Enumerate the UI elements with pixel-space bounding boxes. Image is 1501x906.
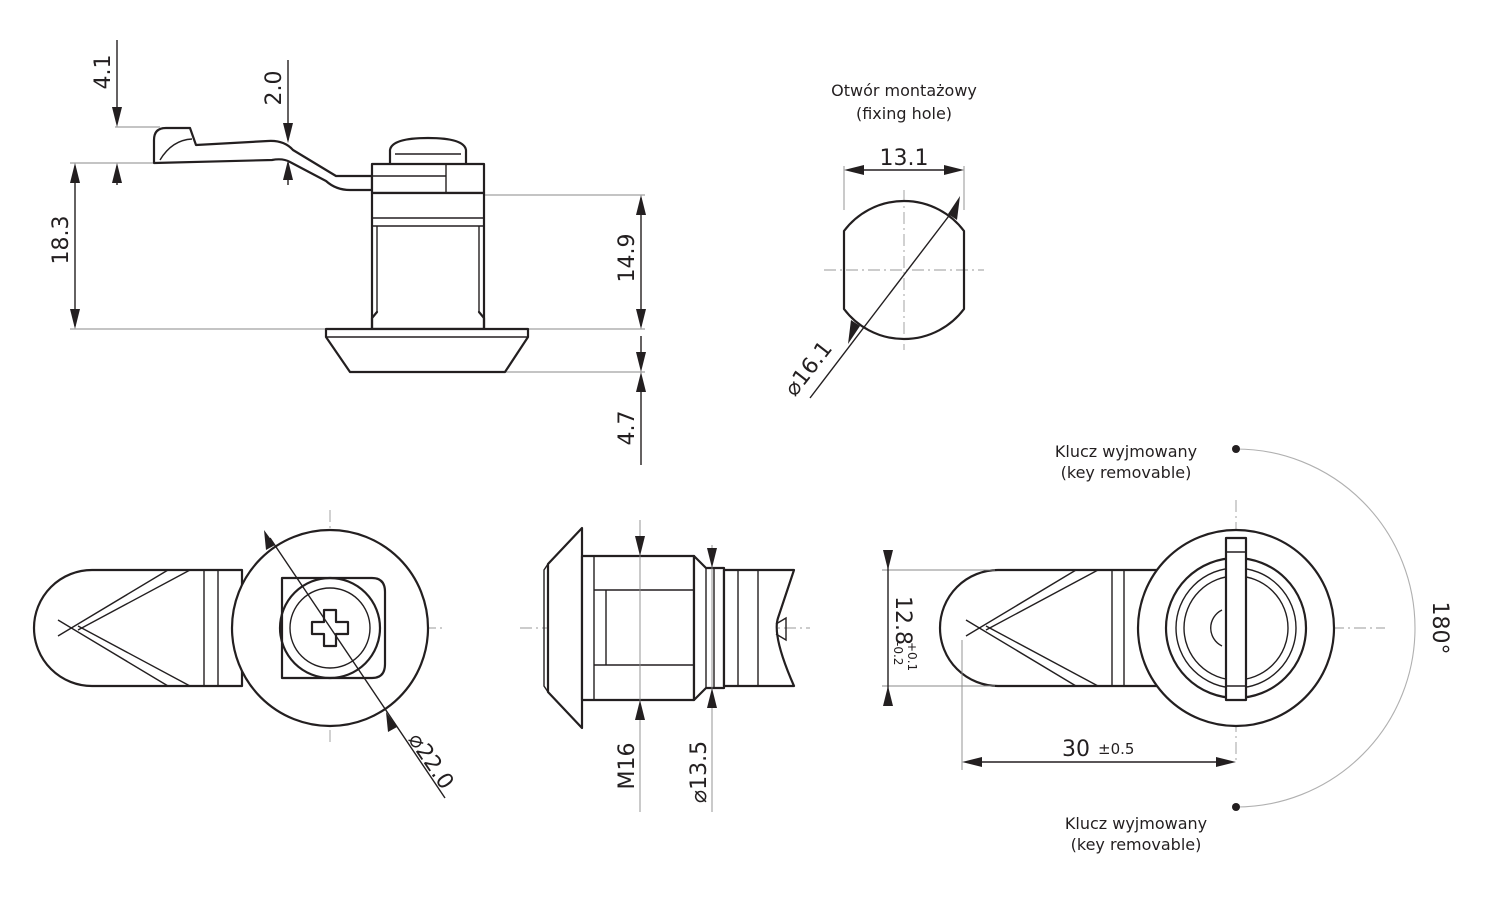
body-cam bbox=[722, 568, 796, 688]
rear-dim-width: 12.8 bbox=[890, 596, 915, 645]
key-position-bottom-marker bbox=[1232, 803, 1240, 811]
dim-overall-height: 18.3 bbox=[49, 216, 74, 265]
phillips-cross-icon bbox=[310, 608, 350, 648]
rear-dim-width-tol-minus: -0.2 bbox=[891, 642, 905, 665]
lock-body bbox=[370, 191, 486, 331]
rear-dim-angle: 180° bbox=[1427, 602, 1452, 655]
body-view: M16 ⌀13.5 bbox=[520, 520, 810, 812]
key-removable-top-pl: Klucz wyjmowany bbox=[1055, 442, 1197, 461]
front-cam bbox=[32, 568, 244, 688]
fixing-hole-label-en: (fixing hole) bbox=[856, 104, 952, 123]
screw-head bbox=[388, 136, 468, 167]
dim-body-length: 14.9 bbox=[615, 234, 640, 283]
fixing-hole-label-pl: Otwór montażowy bbox=[831, 81, 977, 100]
key-removable-bottom-en: (key removable) bbox=[1071, 835, 1202, 854]
fixing-hole-dim-width: 13.1 bbox=[880, 146, 929, 171]
body-dim-thread: M16 bbox=[615, 743, 640, 790]
dim-cam-offset: 2.0 bbox=[262, 71, 287, 106]
key-position-top-marker bbox=[1232, 445, 1240, 453]
rear-dim-width-tol-plus: +0.1 bbox=[905, 642, 919, 671]
fixing-hole-dim-diameter: ⌀16.1 bbox=[780, 337, 838, 401]
rear-view: Klucz wyjmowany (key removable) Klucz wy… bbox=[882, 442, 1452, 854]
cam-lever bbox=[152, 126, 374, 192]
key-removable-top-en: (key removable) bbox=[1061, 463, 1192, 482]
rear-dim-length-tol: ±0.5 bbox=[1098, 740, 1134, 758]
rotation-arc bbox=[1235, 448, 1416, 808]
side-view: 18.3 4.1 2.0 14.9 4.7 bbox=[49, 40, 646, 465]
body-dim-diameter: ⌀13.5 bbox=[687, 741, 712, 803]
key-removable-bottom-pl: Klucz wyjmowany bbox=[1065, 814, 1207, 833]
rear-dim-length: 30 bbox=[1062, 737, 1090, 762]
dim-cam-thickness: 4.1 bbox=[91, 55, 116, 90]
front-dim-diameter: ⌀22.0 bbox=[403, 729, 459, 795]
dim-flange: 4.7 bbox=[615, 411, 640, 446]
front-view: ⌀22.0 bbox=[32, 510, 459, 799]
flange bbox=[324, 327, 530, 374]
body-flange bbox=[546, 526, 584, 730]
rear-cam bbox=[938, 568, 1162, 688]
key-slot-icon bbox=[1224, 536, 1248, 702]
nut bbox=[370, 162, 486, 195]
fixing-hole-view: Otwór montażowy (fixing hole) 13.1 ⌀16.1 bbox=[780, 81, 984, 401]
fixing-hole-shape bbox=[842, 199, 966, 341]
